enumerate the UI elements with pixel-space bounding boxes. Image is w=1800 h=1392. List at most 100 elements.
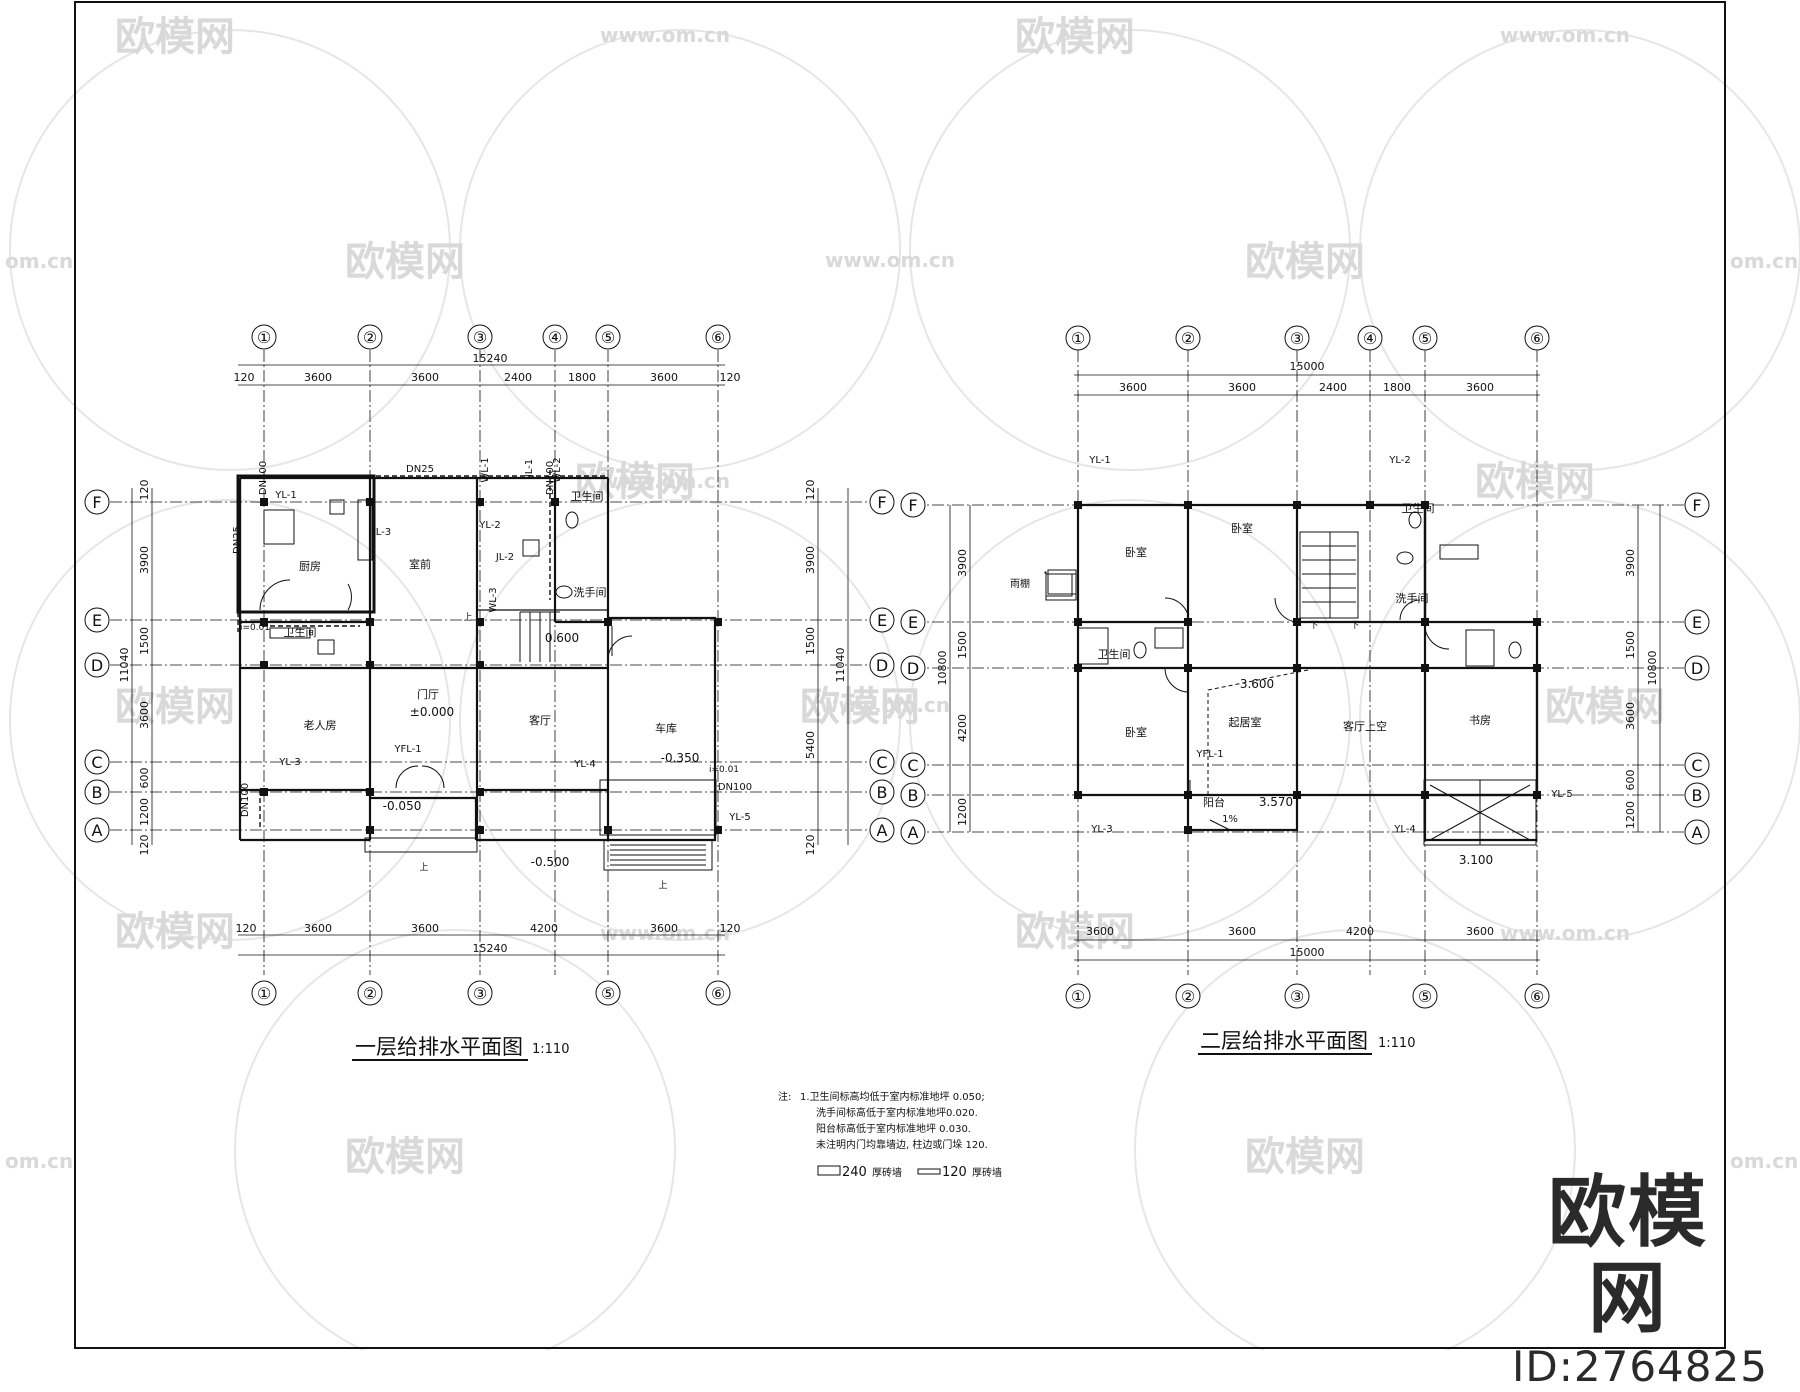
p2-axis-top-1: ① — [1065, 325, 1091, 351]
p2-axis-left-F: F — [900, 492, 926, 518]
p1-axis-top-5-label: ⑤ — [601, 328, 615, 347]
p1-pipe-10: YL-5 — [728, 812, 750, 823]
p1-pipe-2: DN100 — [258, 461, 269, 495]
p2-axis-bottom-5-label: ⑥ — [1530, 987, 1544, 1006]
p2-axis-right-C: C — [1684, 752, 1710, 778]
p1-elev-1: ±0.000 — [410, 705, 454, 719]
p1-room-1: 室前 — [409, 557, 431, 571]
p2-canopy-label: 雨棚 — [1010, 577, 1030, 590]
watermark-brand: 欧模网 — [1475, 459, 1595, 505]
p2-room-8: 书房 — [1469, 714, 1491, 727]
p2-axis-top-6-label: ⑥ — [1530, 329, 1544, 348]
p1-axis-right-E-label: E — [877, 611, 887, 630]
p1-dim-total-right: 11040 — [834, 648, 847, 683]
p2-pipe-1: YL-2 — [1388, 455, 1410, 466]
p1-pipe-13: JL-1 — [524, 459, 535, 478]
p1-axis-right-C-label: C — [876, 753, 887, 772]
watermark-url: www.om.cn — [1500, 921, 1630, 945]
p1-axis-top-3-label: ③ — [473, 328, 487, 347]
legend-240-swatch — [817, 1165, 841, 1176]
p1-axis-bottom-3-label: ③ — [473, 984, 487, 1003]
p1-stair-up-2: 上 — [419, 862, 428, 873]
p1-room-4: 老人房 — [304, 719, 337, 732]
p2-room-0: 卧室 — [1125, 545, 1147, 559]
p2-axis-bottom-3: ③ — [1284, 983, 1310, 1009]
p1-dim-top-1: 3600 — [304, 371, 332, 384]
watermark-brand: 欧模网 — [1245, 239, 1365, 285]
p1-axis-left-D-label: D — [91, 656, 103, 675]
p1-elev-0: 0.600 — [545, 631, 579, 645]
p2-fixtures — [1044, 511, 1537, 846]
p1-room-3: 洗手间 — [574, 585, 607, 599]
p1-axis-left-D: D — [84, 652, 110, 678]
p1-axis-bottom-5-label: ⑥ — [711, 984, 725, 1003]
plan2-scale: 1:110 — [1378, 1036, 1415, 1051]
p1-dim-bottom-0: 120 — [236, 922, 257, 935]
p1-pipe-1: DN25 — [232, 526, 243, 554]
watermark-brand: 欧模网 — [800, 684, 920, 730]
p2-axis-right-F: F — [1684, 492, 1710, 518]
p2-dim-right-0: 3900 — [1624, 549, 1637, 577]
p1-dim-top-6: 120 — [720, 371, 741, 384]
p2-axis-left-A-label: A — [908, 823, 919, 842]
p1-axis-left-F: F — [84, 489, 110, 515]
p2-dim-bottom-2: 4200 — [1346, 925, 1374, 938]
p2-dim-left-1: 1500 — [956, 631, 969, 659]
watermark-brand: 欧模网 — [115, 909, 235, 955]
watermark-brand: 欧模网 — [345, 1134, 465, 1180]
p1-dim-left-6: 120 — [138, 835, 151, 856]
p1-axis-top-6: ⑥ — [705, 324, 731, 350]
p1-axis-left-A: A — [84, 817, 110, 843]
p1-axis-left-A-label: A — [92, 821, 103, 840]
p1-pipe-15: WL-1 — [480, 457, 491, 482]
p2-dim-total-right: 10800 — [1646, 651, 1659, 686]
p1-elev-6: i=0.01 — [709, 765, 739, 775]
p1-axis-right-B-label: B — [877, 783, 888, 802]
p1-axis-left-C-label: C — [91, 753, 102, 772]
p1-elev-4: -0.500 — [531, 855, 570, 869]
p2-axis-left-B-label: B — [908, 786, 919, 805]
p2-axis-right-D: D — [1684, 655, 1710, 681]
p1-columns — [260, 498, 722, 834]
p2-dim-total-left: 10800 — [936, 651, 949, 686]
p2-axis-bottom-2-label: ② — [1181, 987, 1195, 1006]
p2-axis-bottom-5: ⑥ — [1524, 983, 1550, 1009]
p2-room-1: 卧室 — [1231, 521, 1253, 535]
p2-axis-top-6: ⑥ — [1524, 325, 1550, 351]
p2-elev-1: 3.570 — [1259, 795, 1293, 809]
p1-dim-right-3: 5400 — [804, 731, 817, 759]
p2-dim-total-top: 15000 — [1290, 360, 1325, 373]
note-line-3: 阳台标高低于室内标准地坪 0.030. — [816, 1122, 971, 1135]
p1-pipe-11: YFL-1 — [393, 744, 421, 755]
p1-dim-top-0: 120 — [234, 371, 255, 384]
p2-dimension-lines — [949, 374, 1661, 961]
p1-grid-lines — [110, 350, 870, 975]
note-line-2: 洗手间标高低于室内标准地坪0.020. — [816, 1106, 978, 1119]
p1-dim-left-0: 120 — [138, 480, 151, 501]
p1-dim-left-4: 600 — [138, 768, 151, 789]
p1-axis-bottom-2: ② — [357, 980, 383, 1006]
p2-axis-right-F-label: F — [1692, 496, 1701, 515]
p2-pipe-5: YFL-1 — [1195, 749, 1223, 760]
p2-elev-2: 3.100 — [1459, 853, 1493, 867]
p1-dim-bottom-4: 3600 — [650, 922, 678, 935]
p2-pipe-3: YL-4 — [1393, 824, 1415, 835]
p2-room-9: 阳台 — [1203, 795, 1225, 809]
p2-axis-bottom-2: ② — [1175, 983, 1201, 1009]
note-line-1: 1.卫生间标高均低于室内标准地坪 0.050; — [800, 1090, 985, 1103]
p1-dim-bottom-1: 3600 — [304, 922, 332, 935]
p1-dim-right-0: 120 — [804, 480, 817, 501]
p2-axis-bottom-3-label: ③ — [1290, 987, 1304, 1006]
p1-dim-total-bottom: 15240 — [473, 942, 508, 955]
p1-axis-top-4-label: ④ — [548, 328, 562, 347]
p1-axis-top-1: ① — [251, 324, 277, 350]
p2-axis-left-B: B — [900, 782, 926, 808]
p1-axis-bottom-3: ③ — [467, 980, 493, 1006]
p1-axis-right-E: E — [869, 607, 895, 633]
p2-stair-down-2: 下 — [1350, 621, 1359, 631]
p1-pipe-5: DN100 — [718, 782, 752, 793]
watermark-url-short: om.cn — [5, 1149, 73, 1173]
p2-axis-left-C: C — [900, 752, 926, 778]
p1-axis-left-B-label: B — [92, 783, 103, 802]
